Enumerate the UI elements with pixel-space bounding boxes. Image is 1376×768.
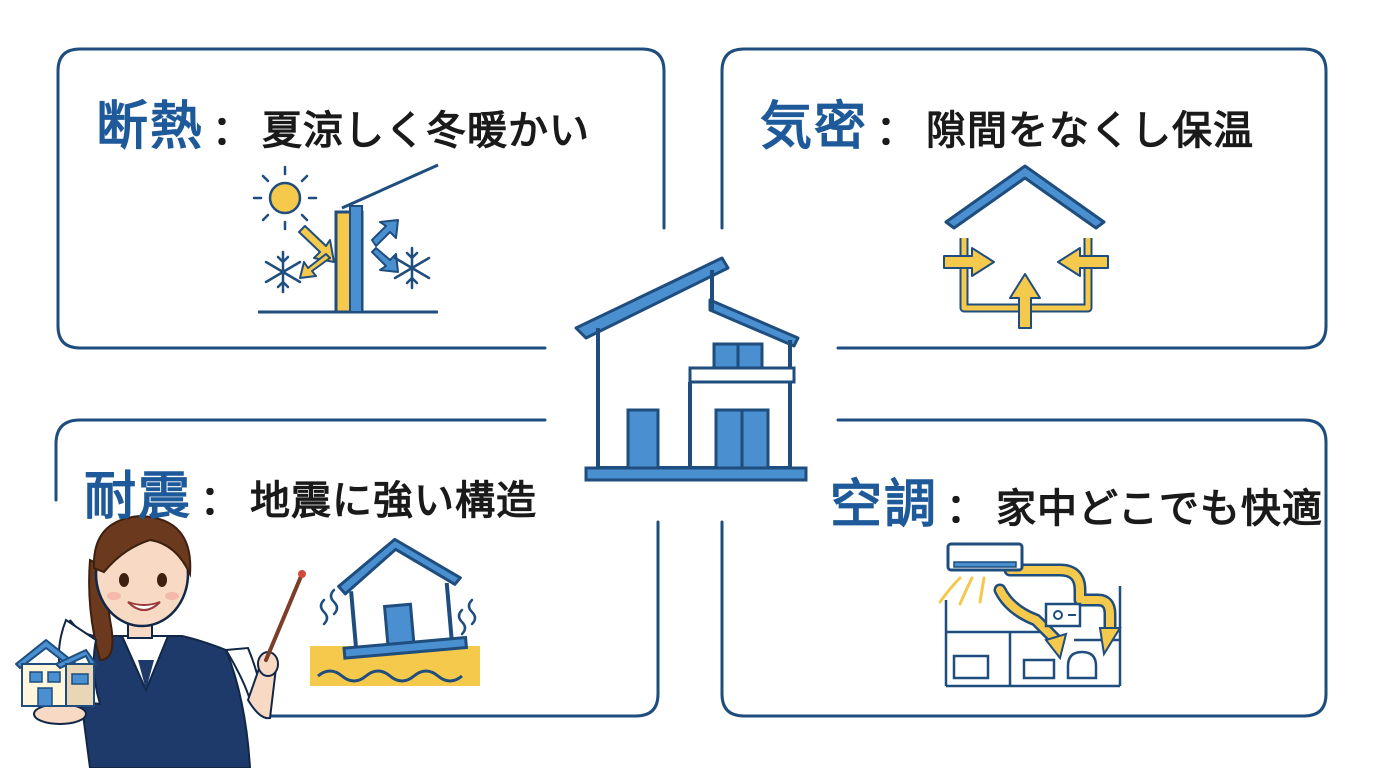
sun-icon [252, 165, 318, 231]
title-colon: ： [946, 486, 987, 532]
model-house-icon [15, 639, 98, 707]
snowflake-icon [393, 246, 431, 290]
panel-border-insulation [56, 47, 666, 350]
heat-arrow-icon [298, 225, 335, 279]
panel-title-aircon: 空調 ： 家中どこでも快適 [830, 462, 1323, 537]
ground-wave-icon [317, 669, 463, 683]
arrow-up-icon [1009, 273, 1041, 329]
house-icon [574, 256, 808, 482]
arrow-left-icon [1057, 247, 1109, 277]
cold-arrow-icon [371, 219, 399, 273]
insulated-wall-icon [252, 163, 439, 314]
shake-lines-icon [457, 598, 477, 636]
panel-border-airtight [720, 47, 1328, 350]
airtight-house-icon [943, 164, 1109, 329]
presenter-woman-icon [15, 514, 306, 768]
keyword-aircon: 空調 [830, 475, 939, 535]
title-colon: ： [212, 108, 253, 154]
panel-border-seismic [54, 418, 660, 718]
panel-border-aircon [720, 418, 1328, 718]
panel-title-airtight: 気密 ： 隙間をなくし保温 [760, 84, 1254, 159]
shake-lines-icon [319, 588, 339, 626]
keyword-airtight: 気密 [760, 97, 869, 157]
description-aircon: 家中どこでも快適 [996, 486, 1323, 532]
description-insulation: 夏涼しく冬暖かい [262, 108, 591, 154]
keyword-insulation: 断熱 [96, 97, 205, 157]
snowflake-icon [264, 250, 302, 294]
description-seismic: 地震に強い構造 [250, 478, 538, 524]
panel-title-seismic: 耐震 ： 地震に強い構造 [84, 454, 537, 529]
title-colon: ： [200, 478, 241, 524]
keyword-seismic: 耐震 [84, 467, 193, 527]
panel-title-insulation: 断熱 ： 夏涼しく冬暖かい [96, 84, 590, 159]
earthquake-house-icon [310, 537, 480, 686]
description-airtight: 隙間をなくし保温 [926, 108, 1255, 154]
title-colon: ： [876, 108, 917, 154]
arrow-right-icon [943, 247, 995, 277]
air-conditioner-icon [938, 542, 1122, 688]
